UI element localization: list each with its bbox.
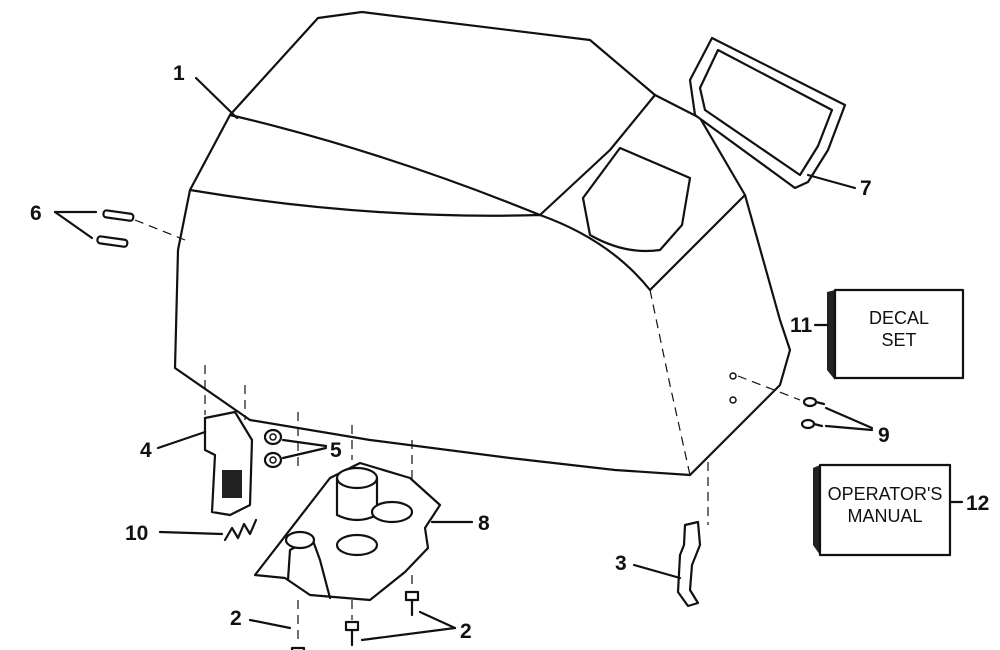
callout-2b: 2 — [460, 620, 472, 643]
leader-1 — [194, 76, 239, 120]
callout-8: 8 — [478, 512, 490, 535]
bracket — [253, 412, 474, 602]
callout-7: 7 — [860, 177, 872, 200]
engine-cover — [173, 10, 792, 477]
spring — [158, 518, 258, 542]
callout-2a: 2 — [230, 607, 242, 630]
callout-9: 9 — [878, 424, 890, 447]
callout-5: 5 — [330, 439, 342, 462]
callout-6: 6 — [30, 202, 42, 225]
callout-3: 3 — [615, 552, 627, 575]
decal-set-box — [813, 288, 965, 380]
callout-10: 10 — [125, 522, 148, 545]
washers — [263, 428, 328, 469]
latch — [156, 365, 254, 517]
leader-7 — [806, 173, 857, 190]
callout-11: 11 — [790, 314, 813, 337]
callout-12: 12 — [966, 492, 989, 515]
manual-line2: MANUAL — [847, 506, 922, 526]
screws-9 — [737, 375, 874, 432]
screws-2 — [248, 575, 457, 650]
manual-line1: OPERATOR'S — [828, 484, 943, 504]
operators-manual-box — [813, 463, 964, 557]
callout-4: 4 — [140, 439, 152, 462]
latch-hook — [632, 462, 709, 608]
callout-1: 1 — [173, 62, 185, 85]
pins — [53, 209, 186, 248]
vent-seal — [688, 36, 847, 190]
decal-set-line1: DECAL — [869, 308, 929, 328]
decal-set-line2: SET — [881, 330, 916, 350]
